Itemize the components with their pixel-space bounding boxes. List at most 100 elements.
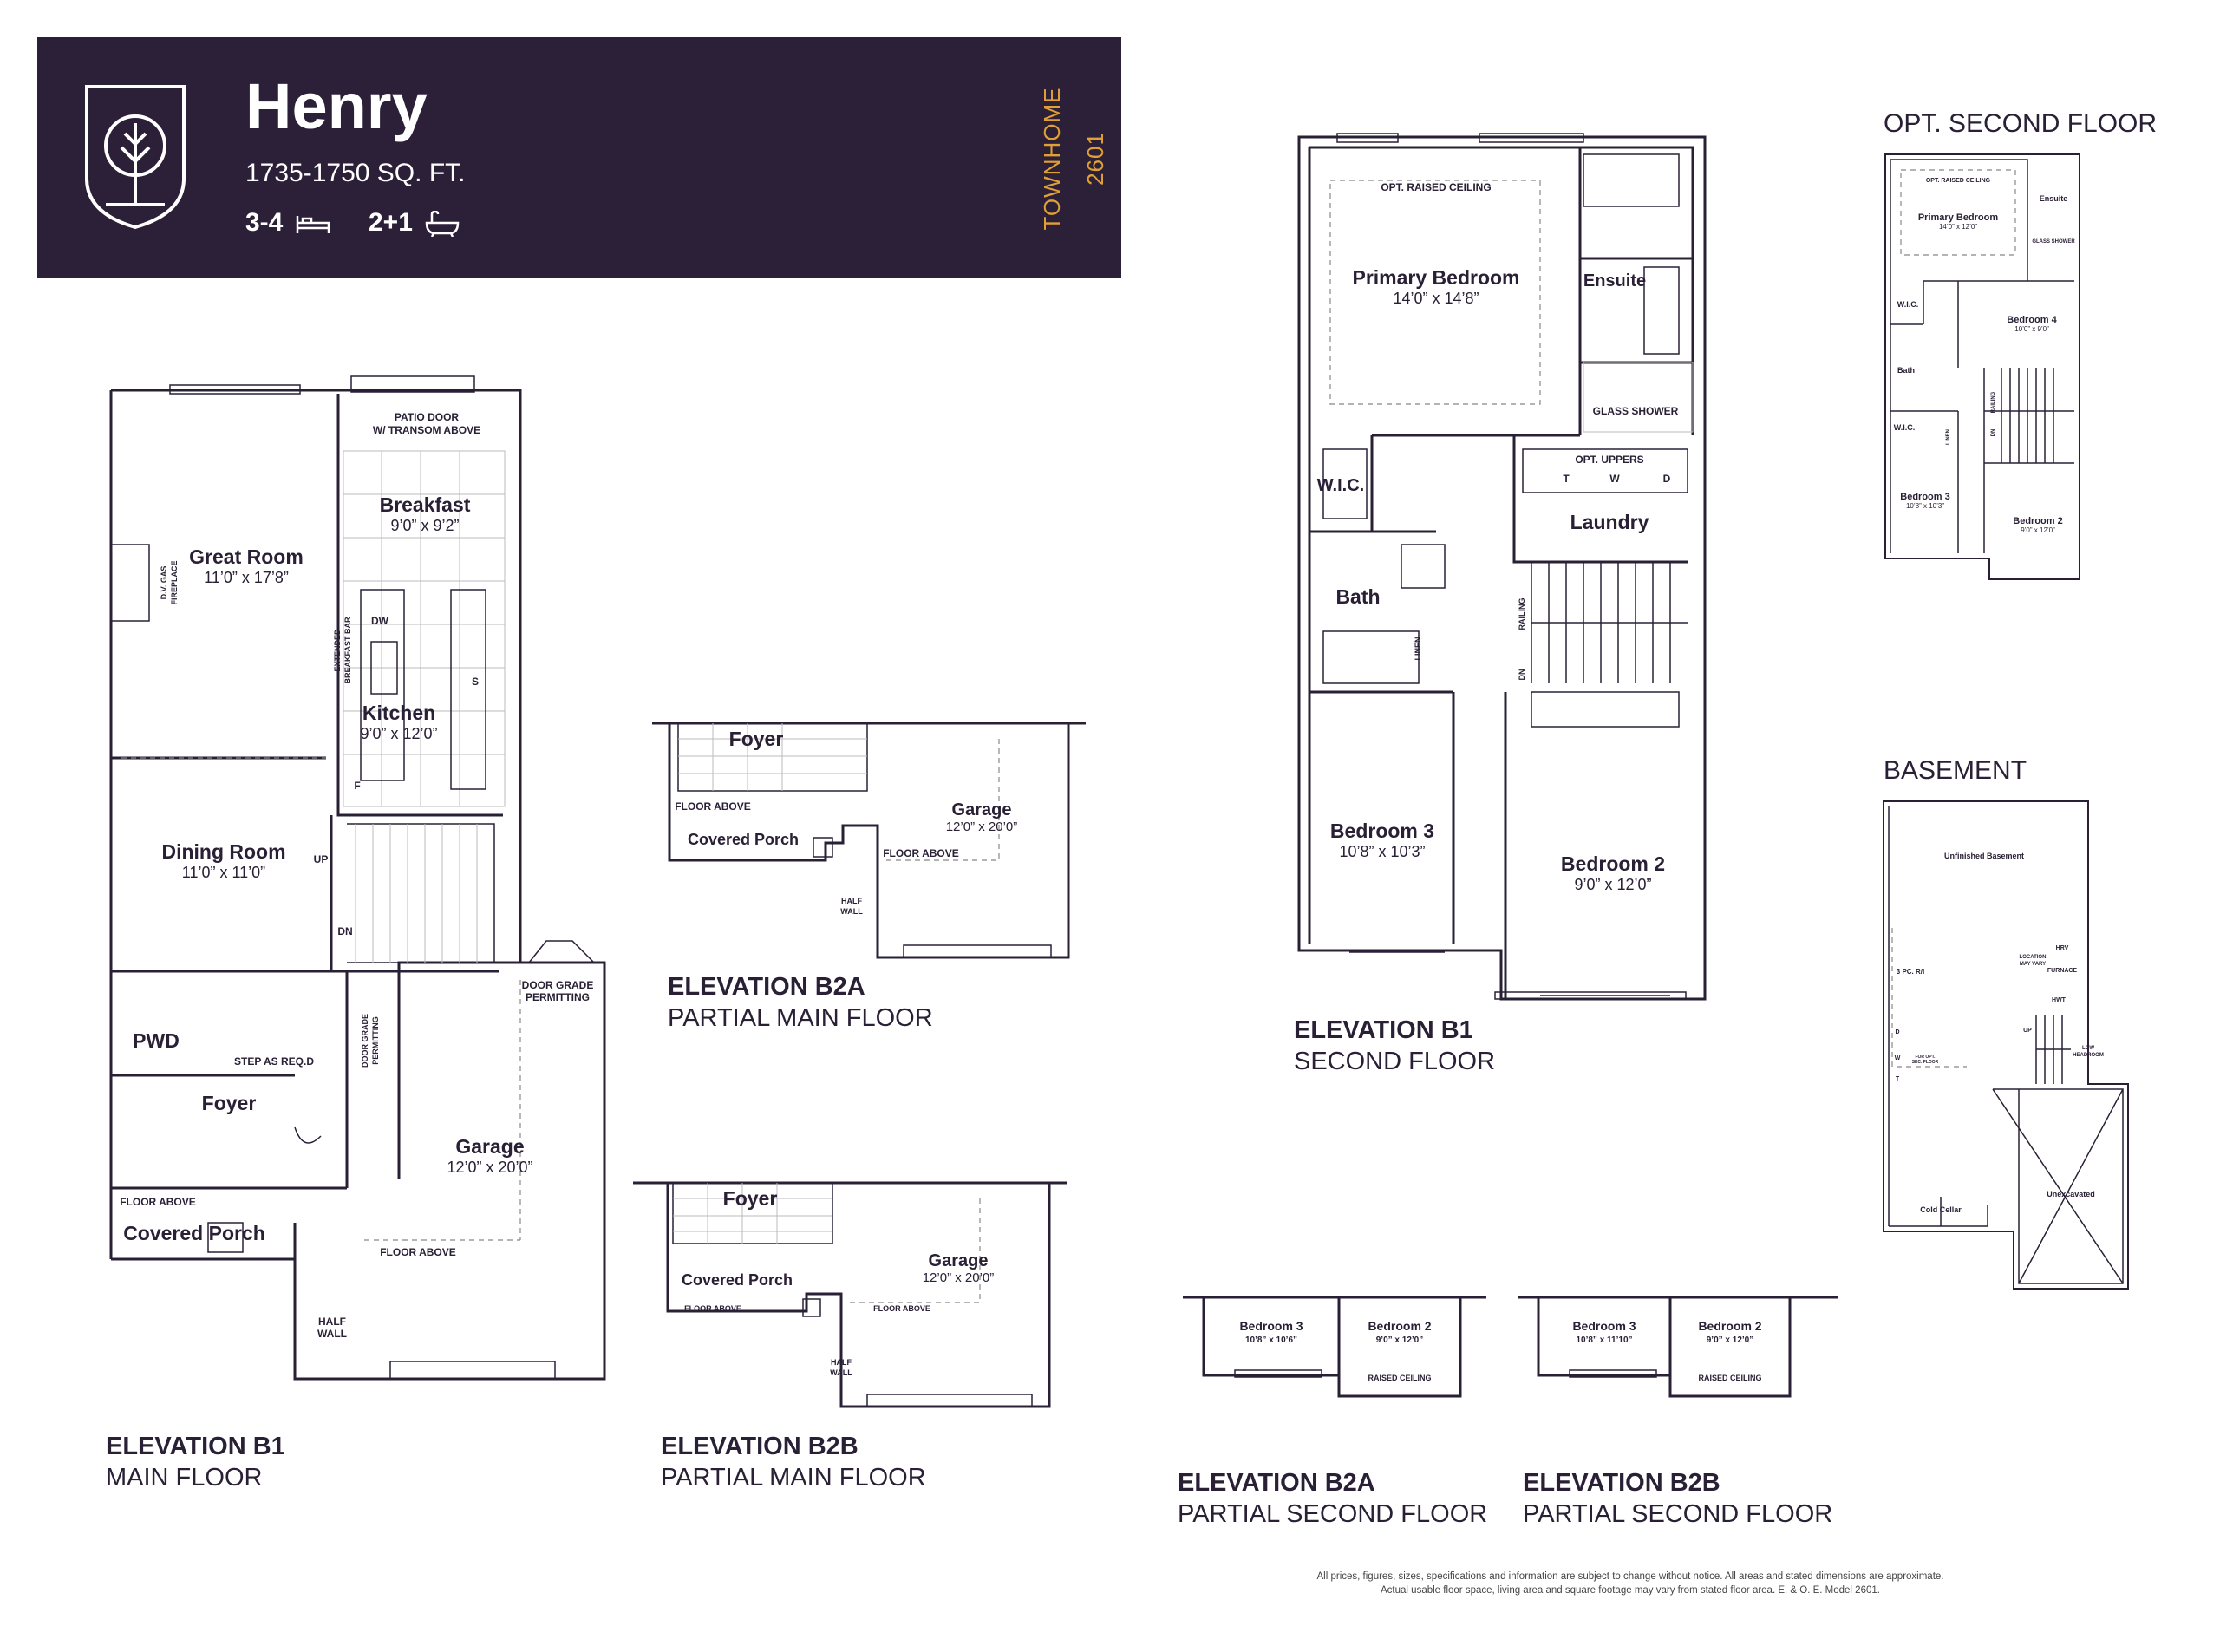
b2a-second-caption-sub: PARTIAL SECOND FLOOR (1178, 1500, 1488, 1528)
b2b-floor-above-label: FLOOR ABOVE (684, 1304, 741, 1313)
opt-bedroom4-dim: 10’0” x 9’0” (2014, 325, 2049, 333)
basement-heading: BASEMENT (1884, 756, 2027, 785)
opt-bedroom3-label: Bedroom 3 (1900, 492, 1949, 502)
laundry-label: Laundry (1570, 511, 1649, 533)
b2b-second-bedroom2-dim: 9’0” x 12’0” (1707, 1335, 1753, 1345)
model-name: Henry (245, 70, 428, 142)
opt-primary-label: Primary Bedroom (1918, 212, 1999, 223)
patio-door-label: PATIO DOOR (395, 411, 460, 423)
unexcavated-label: Unexcavated (2047, 1190, 2095, 1198)
b2b-covered-porch-label: Covered Porch (682, 1271, 793, 1289)
opt-second-floor-plan: OPT. RAISED CEILING Primary Bedroom 14’0… (1884, 153, 2080, 580)
covered-porch-label: Covered Porch (123, 1222, 265, 1244)
b2a-covered-porch-label: Covered Porch (688, 831, 799, 848)
b2a-half-label: HALF (841, 897, 862, 905)
step-label: STEP AS REQ.D (234, 1055, 314, 1068)
bathroom-count-value: 2+1 (369, 208, 413, 237)
great-room-label: Great Room (189, 545, 304, 568)
b2b-second-floor-plan: Bedroom 3 10’8” x 11’10” Bedroom 2 9’0” … (1518, 1296, 1838, 1398)
model-type-label: TOWNHOME 2601 (1039, 87, 1108, 231)
kitchen-label: Kitchen (362, 702, 435, 724)
linen-label: LINEN (1414, 637, 1422, 661)
low-label-1: LOW (2082, 1046, 2094, 1051)
location-label-1: LOCATION (2020, 955, 2047, 960)
main-floor-plan: PATIO DOOR W/ TRANSOM ABOVE Breakfast 9’… (109, 375, 606, 1381)
opt-second-floor-heading: OPT. SECOND FLOOR (1884, 109, 2158, 138)
furnace-label: FURNACE (2047, 968, 2078, 974)
b2a-second-floor-plan: Bedroom 3 10’8” x 10’6” Bedroom 2 9’0” x… (1183, 1296, 1486, 1398)
basement-w-label: W (1895, 1055, 1901, 1061)
header-banner (37, 37, 1121, 278)
b2b-second-bedroom3-dim: 10’8” x 11’10” (1576, 1335, 1632, 1345)
second-floor-plan: OPT. RAISED CEILING Primary Bedroom 14’0… (1297, 133, 1707, 1001)
bedroom3-label: Bedroom 3 (1330, 819, 1434, 842)
bedroom3-dim: 10’8” x 10’3” (1339, 843, 1425, 860)
for-opt-label-1: FOR OPT. (1915, 1055, 1936, 1060)
opt-bedroom2-label: Bedroom 2 (2013, 516, 2062, 526)
bed-icon (296, 216, 330, 234)
opt-bedroom4-label: Bedroom 4 (2007, 315, 2057, 325)
disclaimer: All prices, figures, sizes, specificatio… (1249, 1570, 2012, 1597)
b2b-garage-label: Garage (929, 1251, 989, 1270)
opt-ensuite-label: Ensuite (2040, 194, 2068, 203)
for-opt-label-2: SEC. FLOOR (1912, 1060, 1939, 1065)
opt-primary-dim: 14’0” x 12’0” (1939, 223, 1977, 231)
b2b-second-bedroom3-label: Bedroom 3 (1572, 1319, 1636, 1333)
square-footage: 1735-1750 SQ. FT. (245, 159, 466, 187)
dining-room-label: Dining Room (161, 840, 285, 863)
stairs-dn-label: DN (1518, 669, 1526, 681)
b2a-garage-dim: 12’0” x 20’0” (946, 819, 1018, 834)
fireplace-label-2: FIREPLACE (170, 560, 179, 604)
b2b-second-bedroom2-label: Bedroom 2 (1698, 1319, 1761, 1333)
breakfast-label: Breakfast (380, 493, 471, 516)
b2a-floor-above-label: FLOOR ABOVE (675, 800, 751, 813)
garage-dim: 12’0” x 20’0” (447, 1159, 532, 1176)
powder-room-label: PWD (133, 1029, 180, 1052)
dishwasher-label: DW (371, 615, 389, 627)
great-room-dim: 11’0” x 17’8” (204, 569, 289, 586)
hwt-label: HWT (2052, 997, 2067, 1003)
b2a-second-bedroom2-dim: 9’0” x 12’0” (1376, 1335, 1423, 1345)
b2a-second-bedroom3-label: Bedroom 3 (1239, 1319, 1303, 1333)
b2b-foyer-label: Foyer (723, 1187, 778, 1210)
b2a-floor-above-garage: FLOOR ABOVE (883, 847, 959, 859)
second-raised-ceiling-label: OPT. RAISED CEILING (1381, 181, 1491, 193)
opt-wic-label: W.I.C. (1897, 300, 1919, 309)
three-pc-label: 3 PC. R/I (1897, 968, 1924, 976)
b2b-main-caption-title: ELEVATION B2B (661, 1433, 859, 1460)
wic-label: W.I.C. (1317, 476, 1364, 495)
disclaimer-line-1: All prices, figures, sizes, specificatio… (1316, 1571, 1944, 1582)
b2a-second-caption-title: ELEVATION B2A (1178, 1469, 1375, 1497)
opt-linen-label: LINEN (1946, 429, 1951, 445)
opt-uppers-label: OPT. UPPERS (1575, 454, 1643, 466)
bathtub-icon (425, 211, 460, 238)
location-label-2: MAY VARY (2020, 962, 2046, 967)
bedroom-count: 3-4 (245, 208, 330, 238)
door-grade-right-1: DOOR GRADE (522, 979, 594, 991)
toilet-label: T (1563, 473, 1570, 485)
basement-t-label: T (1896, 1076, 1900, 1082)
b2a-second-bedroom3-dim: 10’8” x 10’6” (1245, 1335, 1297, 1345)
hrv-label: HRV (2056, 945, 2069, 951)
opt-wic2-label: W.I.C. (1894, 423, 1916, 432)
b2a-main-caption-sub: PARTIAL MAIN FLOOR (668, 1004, 933, 1032)
kitchen-dim: 9’0” x 12’0” (360, 725, 437, 742)
b2b-second-raised-ceiling: RAISED CEILING (1698, 1374, 1761, 1382)
opt-bath-label: Bath (1897, 366, 1915, 375)
b2a-second-raised-ceiling: RAISED CEILING (1368, 1374, 1431, 1382)
dining-room-dim: 11’0” x 11’0” (182, 864, 265, 881)
b2a-foyer-label: Foyer (729, 728, 784, 750)
floor-above-label: FLOOR ABOVE (120, 1196, 196, 1208)
bedroom2-label: Bedroom 2 (1561, 852, 1665, 875)
b2b-wall-label: WALL (830, 1368, 852, 1377)
washer-label: W (1610, 473, 1620, 485)
b2b-main-caption-sub: PARTIAL MAIN FLOOR (661, 1464, 926, 1492)
breakfast-bar-label-2: BREAKFAST BAR (343, 617, 352, 684)
door-grade-label-2: PERMITTING (371, 1016, 380, 1065)
low-label-2: HEADROOM (2073, 1053, 2104, 1058)
opt-dn-label: DN (1991, 429, 1996, 437)
b2a-main-floor-plan: Foyer FLOOR ABOVE Covered Porch Garage 1… (652, 722, 1086, 959)
breakfast-dim: 9’0” x 9’2” (390, 517, 459, 534)
door-grade-right-2: PERMITTING (526, 991, 590, 1003)
sink-label: S (472, 676, 479, 688)
